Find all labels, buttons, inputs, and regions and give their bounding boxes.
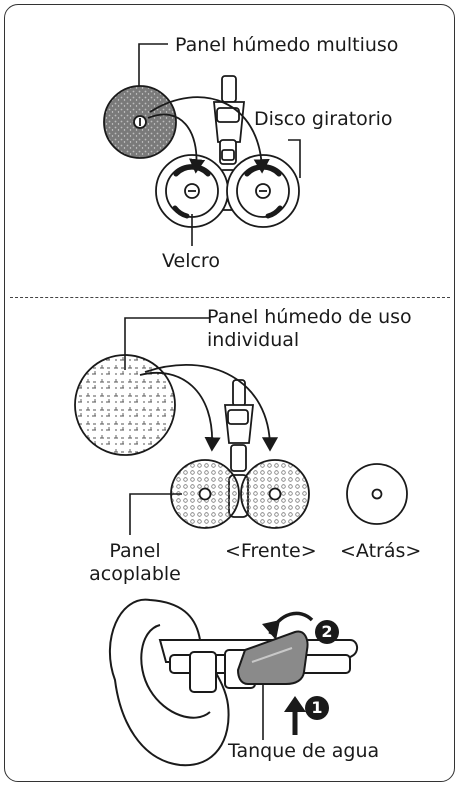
single-pad xyxy=(74,354,176,456)
step1-number: 1 xyxy=(311,698,323,717)
water-tank-part xyxy=(236,630,309,685)
multi-pad-label: Panel húmedo multiuso xyxy=(175,34,399,56)
arrow-to-left-panel xyxy=(139,372,221,452)
single-pad-leader xyxy=(124,317,210,370)
back-panel xyxy=(346,463,408,525)
step2-badge xyxy=(315,620,339,644)
step1-badge xyxy=(305,696,329,720)
back-label: <Atrás> xyxy=(340,540,422,562)
rotating-disc-label: Disco giratorio xyxy=(254,108,393,130)
diagram-frame xyxy=(4,4,455,782)
rotating-disc-right xyxy=(226,154,300,228)
front-label: <Frente> xyxy=(225,540,317,562)
section-divider xyxy=(10,297,450,298)
multi-pad xyxy=(103,85,177,159)
step1-arrowhead xyxy=(284,696,306,712)
water-tank-label: Tanque de agua xyxy=(228,740,380,762)
arrow-to-left-disc xyxy=(147,113,206,174)
single-pad-label-line2: individual xyxy=(207,329,300,351)
arrow-to-right-panel xyxy=(144,364,279,452)
attach-panel-label-line1: Panel xyxy=(109,540,161,562)
velcro-label: Velcro xyxy=(162,250,220,272)
attach-panel-left xyxy=(170,459,240,529)
attach-panel-leader xyxy=(129,493,182,535)
step2-arrowhead xyxy=(262,620,280,640)
attach-panel-label-line2: acoplable xyxy=(89,563,181,585)
rotating-disc-leader xyxy=(288,139,301,178)
arrow-to-right-disc xyxy=(149,96,270,174)
attach-panel-right xyxy=(240,459,310,529)
step2-number: 2 xyxy=(321,622,333,641)
single-pad-label-line1: Panel húmedo de uso xyxy=(207,306,412,328)
multi-pad-leader xyxy=(138,43,168,88)
